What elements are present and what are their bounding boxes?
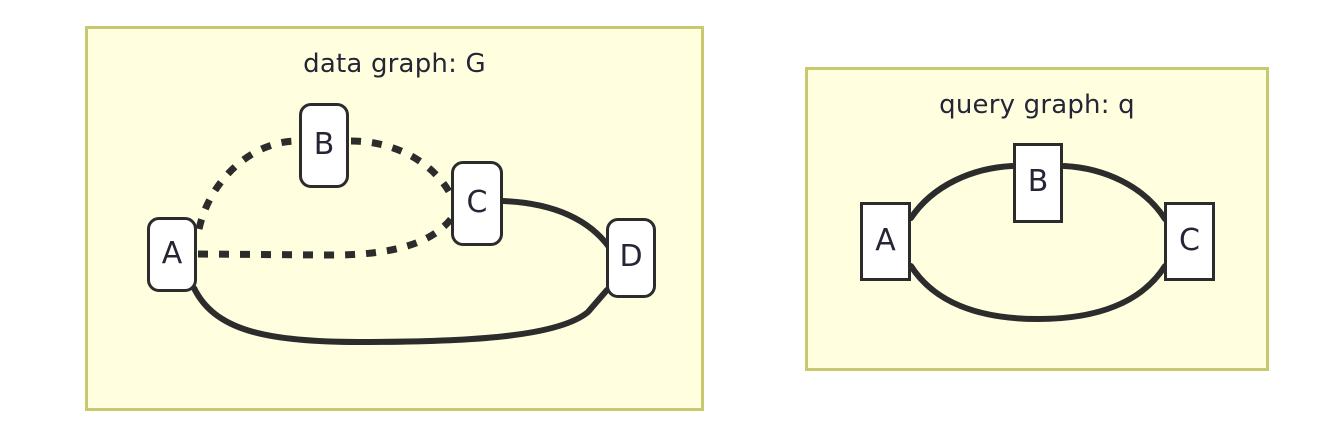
- node-label: A: [161, 235, 183, 271]
- edge-A-D: [191, 285, 610, 346]
- node-label: A: [875, 222, 896, 258]
- node-label: B: [313, 126, 335, 162]
- edge-B-C: [350, 137, 456, 199]
- node-label: D: [619, 239, 643, 274]
- data-graph-title: data graph: G: [303, 49, 486, 79]
- node-C-query-graph[interactable]: C: [1164, 202, 1215, 281]
- edge-A-C: [197, 216, 454, 259]
- node-B-data-graph[interactable]: B: [299, 103, 349, 188]
- edge-A-C: [908, 263, 1168, 323]
- edge-B-C: [1061, 163, 1168, 222]
- edge-A-B: [908, 163, 1015, 221]
- edge-A-B: [195, 137, 298, 230]
- node-A-data-graph[interactable]: A: [147, 217, 197, 292]
- node-D-data-graph[interactable]: D: [606, 218, 656, 298]
- node-label: C: [1179, 222, 1200, 258]
- panel-query-graph: query graph: q A B C: [805, 67, 1269, 371]
- panel-data-graph: data graph: G A B C D: [85, 26, 704, 411]
- query-graph-title: query graph: q: [939, 90, 1135, 120]
- query-graph-edges: [908, 163, 1168, 323]
- edge-C-D: [499, 198, 612, 250]
- node-label: C: [466, 184, 488, 220]
- node-label: B: [1027, 164, 1049, 199]
- data-graph-edges: [191, 137, 612, 346]
- node-C-data-graph[interactable]: C: [451, 161, 503, 246]
- node-B-query-graph[interactable]: B: [1013, 143, 1063, 223]
- node-A-query-graph[interactable]: A: [860, 202, 911, 281]
